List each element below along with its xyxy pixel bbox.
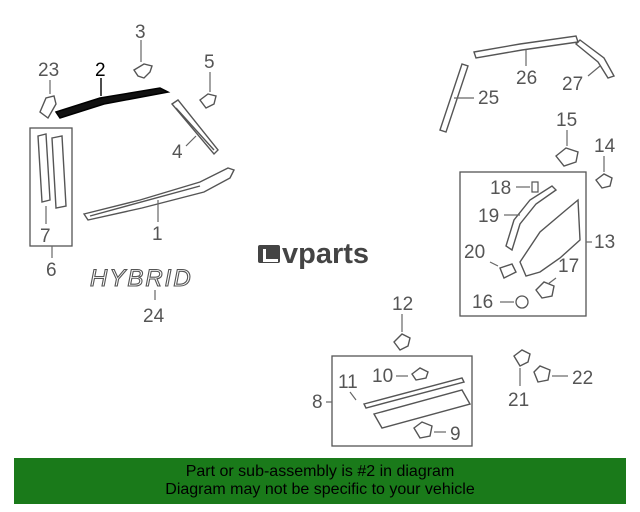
callout-label-14: 14: [594, 136, 616, 157]
part-16-nut: 16: [472, 292, 529, 313]
part-6-pillar-box: 7 6: [29, 127, 73, 281]
callout-label-3: 3: [135, 22, 146, 43]
part-21-bolt: 21: [508, 349, 531, 411]
callout-label-21: 21: [508, 390, 529, 411]
logo-wordmark: vparts: [282, 237, 370, 270]
part-2-molding: 2: [54, 60, 171, 119]
banner-line-1: Part or sub-assembly is #2 in diagram: [185, 463, 455, 480]
callout-label-4: 4: [172, 142, 183, 163]
part-1-belt-molding: 1: [82, 167, 235, 245]
callout-label-1: 1: [152, 224, 163, 245]
callout-label-11: 11: [338, 372, 358, 393]
emblem-text: HYBRID: [90, 265, 193, 292]
part-14-clip: 14: [594, 136, 616, 189]
callout-label-16: 16: [472, 292, 493, 313]
part-4-strip: 4: [170, 99, 219, 163]
banner-line-2: Diagram may not be specific to your vehi…: [165, 481, 475, 498]
callout-label-7: 7: [40, 226, 51, 247]
part-11-strip: 11: [338, 372, 466, 409]
callout-label-8: 8: [312, 392, 323, 413]
part-18-clip: 18: [490, 178, 539, 199]
part-3-clip: 3: [133, 22, 153, 79]
callout-label-9: 9: [450, 424, 461, 445]
part-5-clip: 5: [199, 52, 217, 109]
part-15-clip: 15: [555, 110, 579, 167]
part-20-bolt: 20: [464, 242, 517, 279]
callout-label-17: 17: [558, 256, 579, 277]
part-24-hybrid-emblem: HYBRID 24: [89, 264, 193, 327]
part-12-clip: 12: [392, 294, 413, 351]
callout-label-6: 6: [46, 260, 57, 281]
part-13-panel: [519, 198, 581, 277]
callout-label-12: 12: [392, 294, 413, 315]
logo-mark-icon: [258, 245, 280, 263]
callout-label-19: 19: [478, 206, 499, 227]
callout-label-18: 18: [490, 178, 511, 199]
part-8-molding: [372, 389, 472, 429]
part-27-molding: 27: [562, 39, 616, 95]
callout-label-20: 20: [464, 242, 485, 263]
callout-label-26: 26: [516, 68, 537, 89]
callout-label-15: 15: [556, 110, 577, 131]
callout-label-10: 10: [372, 366, 393, 387]
part-8-assembly-box: 8: [312, 355, 473, 447]
part-22-clip: 22: [533, 365, 593, 389]
part-17-clip: 17: [535, 256, 579, 299]
info-banner: Part or sub-assembly is #2 in diagram Di…: [14, 458, 626, 504]
part-25-molding: 25: [439, 63, 499, 133]
part-13-assembly-box: 13: [459, 171, 615, 317]
callout-label-2: 2: [95, 60, 106, 81]
callout-label-5: 5: [204, 52, 215, 73]
callout-label-24: 24: [143, 306, 165, 327]
part-10-clip: 10: [372, 366, 429, 387]
callout-label-13: 13: [594, 232, 615, 253]
part-9-clip: 9: [413, 421, 461, 445]
part-19-molding: 19: [478, 185, 558, 252]
callout-label-22: 22: [572, 368, 593, 389]
part-23-clip: 23: [38, 60, 59, 120]
callout-label-23: 23: [38, 60, 59, 81]
callout-label-25: 25: [478, 88, 499, 109]
vparts-logo: vparts: [258, 237, 369, 271]
callout-label-27: 27: [562, 74, 583, 95]
